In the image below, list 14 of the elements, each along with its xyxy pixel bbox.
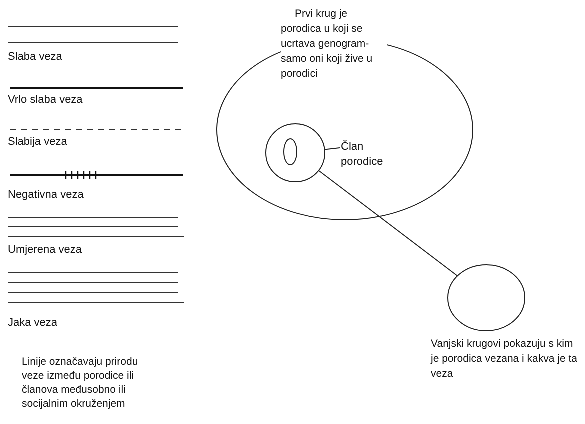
- legend-label: Vrlo slaba veza: [8, 93, 83, 107]
- legend-label: Slabija veza: [8, 135, 68, 149]
- circle: [284, 139, 297, 165]
- leader-line: [324, 148, 340, 150]
- note-text: Linije označavaju prirodu veze između porodice ili članova međusobno ili socijalnim okruženjem: [22, 355, 140, 411]
- legend-label: Jaka veza: [8, 316, 58, 330]
- legend-label: Umjerena veza: [8, 243, 82, 257]
- circle-heading: Prvi krug je porodica u koji se ucrtava genogram-samo oni koji žive u porodici: [281, 7, 387, 82]
- circle: [266, 124, 325, 182]
- circle-caption: Vanjski krugovi pokazuju s kim je porodica vezana i kakva je ta veza: [431, 337, 579, 382]
- legend-label: Slaba veza: [8, 50, 62, 64]
- member-label: Član porodice: [341, 140, 401, 170]
- legend-label: Negativna veza: [8, 188, 84, 202]
- connector-line: [318, 170, 458, 277]
